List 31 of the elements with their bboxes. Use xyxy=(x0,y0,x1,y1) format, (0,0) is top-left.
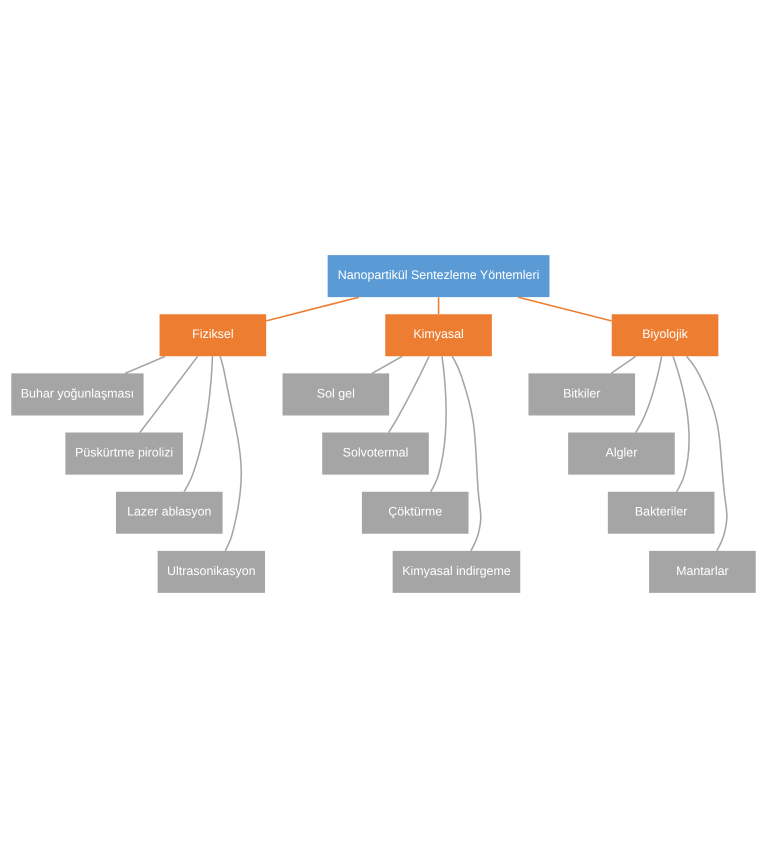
connector xyxy=(672,356,690,492)
connector xyxy=(219,356,242,552)
connector xyxy=(518,296,612,322)
node-box: Mantarlar xyxy=(649,550,756,593)
connector xyxy=(139,356,198,433)
node-box: Fiziksel xyxy=(160,314,266,356)
node-box: Püskürtme pirolizi xyxy=(65,432,183,475)
node-box: Ultrasonikasyon xyxy=(158,550,265,593)
connector xyxy=(452,356,482,552)
node-box: Solvotermal xyxy=(322,432,429,475)
node-box: Bakteriler xyxy=(608,492,714,534)
connector xyxy=(183,356,214,492)
node-box: Algler xyxy=(568,432,675,475)
node-box: Nanopartikül Sentezleme Yöntemleri xyxy=(328,255,550,298)
connector xyxy=(686,356,728,552)
node-box: Kimyasal indirgeme xyxy=(392,550,520,593)
connector xyxy=(635,356,662,433)
connector xyxy=(372,356,403,374)
node-box: Buhar yoğunlaşması xyxy=(11,373,144,416)
connector xyxy=(266,296,360,322)
node-box: Çöktürme xyxy=(362,492,469,534)
node-box: Sol gel xyxy=(282,373,390,416)
connector xyxy=(438,297,440,314)
connector xyxy=(430,356,447,492)
node-box: Biyolojik xyxy=(612,314,718,356)
node-box: Lazer ablasyon xyxy=(116,492,223,534)
connector xyxy=(124,356,166,374)
node-box: Bitkiler xyxy=(528,373,636,416)
node-box: Kimyasal xyxy=(385,314,492,356)
connector xyxy=(610,356,636,374)
connector xyxy=(388,356,430,433)
